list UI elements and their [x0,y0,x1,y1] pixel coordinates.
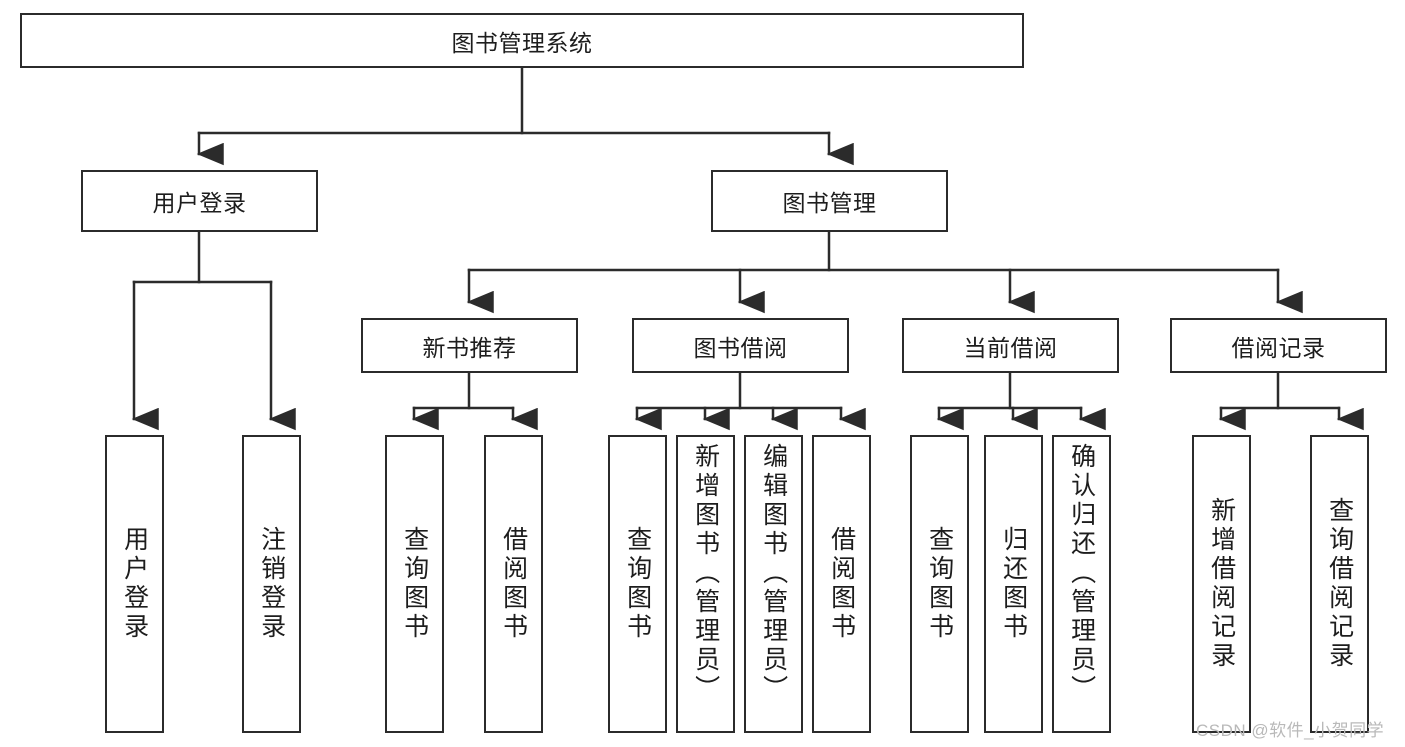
node-new-book-recommend[interactable]: 新书推荐 [361,318,578,373]
node-user-login-leaf-label: 用户登录 [120,526,149,642]
node-root[interactable]: 图书管理系统 [20,13,1024,68]
node-return-book[interactable]: 归还图书 [984,435,1043,733]
node-borrow-book-2[interactable]: 借阅图书 [812,435,871,733]
node-current-borrow[interactable]: 当前借阅 [902,318,1119,373]
node-query-borrow-record-label: 查询借阅记录 [1325,497,1354,671]
watermark: CSDN @软件_小贺同学 [1196,721,1385,740]
node-user-logout-leaf-label: 注销登录 [257,526,286,642]
node-user-login-leaf[interactable]: 用户登录 [105,435,164,733]
node-book-management[interactable]: 图书管理 [711,170,948,232]
node-confirm-return-admin[interactable]: 确认归还（管理员） [1052,435,1111,733]
node-user-logout-leaf[interactable]: 注销登录 [242,435,301,733]
node-borrow-book-2-label: 借阅图书 [827,526,856,642]
node-borrow-records-label: 借阅记录 [1231,334,1326,361]
node-add-borrow-record[interactable]: 新增借阅记录 [1192,435,1251,733]
node-book-borrow-label: 图书借阅 [693,334,788,361]
node-user-login-label: 用户登录 [152,190,247,216]
node-query-book-3-label: 查询图书 [925,526,954,642]
node-new-book-recommend-label: 新书推荐 [422,334,517,361]
node-add-book-admin-label: 新增图书（管理员） [691,443,720,704]
node-borrow-book-1[interactable]: 借阅图书 [484,435,543,733]
node-query-book-2-label: 查询图书 [623,526,652,642]
node-user-login[interactable]: 用户登录 [81,170,318,232]
node-borrow-records[interactable]: 借阅记录 [1170,318,1387,373]
node-query-book-1-label: 查询图书 [400,526,429,642]
node-root-label: 图书管理系统 [451,29,593,56]
node-query-book-2[interactable]: 查询图书 [608,435,667,733]
node-borrow-book-1-label: 借阅图书 [499,526,528,642]
node-return-book-label: 归还图书 [999,526,1028,642]
node-add-borrow-record-label: 新增借阅记录 [1207,497,1236,671]
node-book-borrow[interactable]: 图书借阅 [632,318,849,373]
node-query-book-1[interactable]: 查询图书 [385,435,444,733]
node-query-book-3[interactable]: 查询图书 [910,435,969,733]
node-add-book-admin[interactable]: 新增图书（管理员） [676,435,735,733]
node-book-management-label: 图书管理 [782,190,877,216]
node-confirm-return-admin-label: 确认归还（管理员） [1067,443,1096,704]
node-edit-book-admin[interactable]: 编辑图书（管理员） [744,435,803,733]
node-edit-book-admin-label: 编辑图书（管理员） [759,443,788,704]
node-current-borrow-label: 当前借阅 [963,334,1058,361]
node-query-borrow-record[interactable]: 查询借阅记录 [1310,435,1369,733]
